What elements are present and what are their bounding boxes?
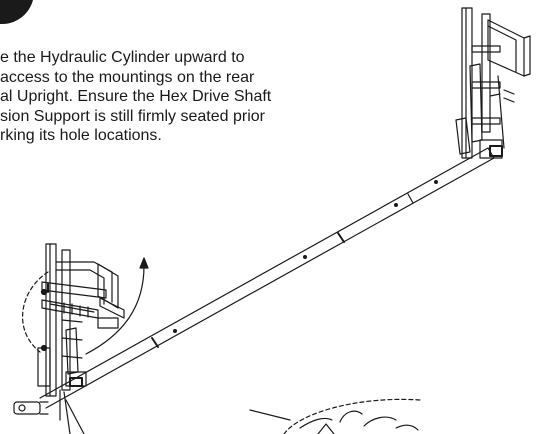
detail-leader-line	[249, 409, 291, 421]
instruction-line: al Upright. Ensure the Hex Drive Shaft	[0, 88, 272, 105]
rotation-indicator	[22, 271, 49, 353]
instruction-line: rking its hole locations.	[0, 127, 162, 144]
instruction-line: access to the mountings on the rear	[0, 68, 255, 86]
upward-motion-arrow	[85, 257, 149, 355]
front-upright-assembly	[37, 243, 125, 434]
instruction-line: sion Support is still firmly seated prio…	[0, 107, 265, 125]
rear-upright-assembly	[455, 7, 531, 159]
instruction-line: e the Hydraulic Cylinder upward to	[0, 49, 245, 66]
detail-callout	[283, 398, 421, 434]
instruction-text: e the Hydraulic Cylinder upward to acces…	[0, 48, 360, 146]
